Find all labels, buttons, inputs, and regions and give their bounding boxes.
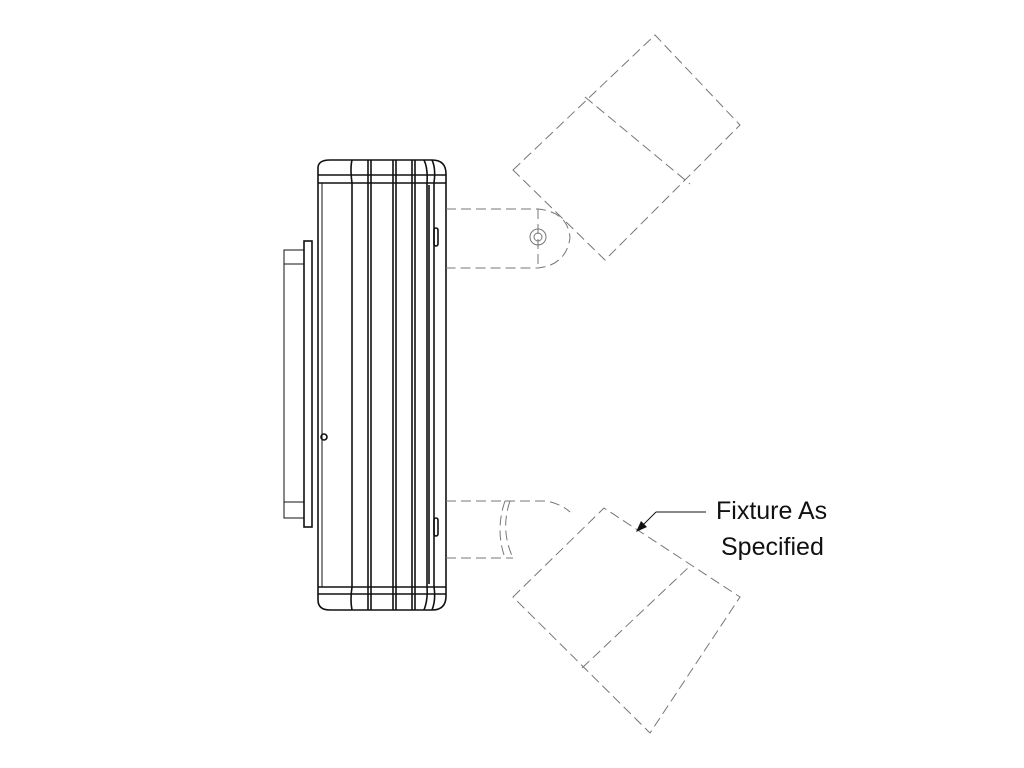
screw-hole bbox=[320, 433, 328, 441]
callout-label-line2: Specified bbox=[721, 533, 824, 561]
flange bbox=[303, 240, 313, 528]
mount-body bbox=[283, 159, 447, 611]
callout-label-line1: Fixture As bbox=[716, 497, 828, 525]
upper-fixture bbox=[446, 34, 741, 269]
lower-fixture bbox=[446, 500, 741, 734]
back-plate bbox=[283, 249, 305, 519]
callout-leader bbox=[636, 511, 706, 532]
